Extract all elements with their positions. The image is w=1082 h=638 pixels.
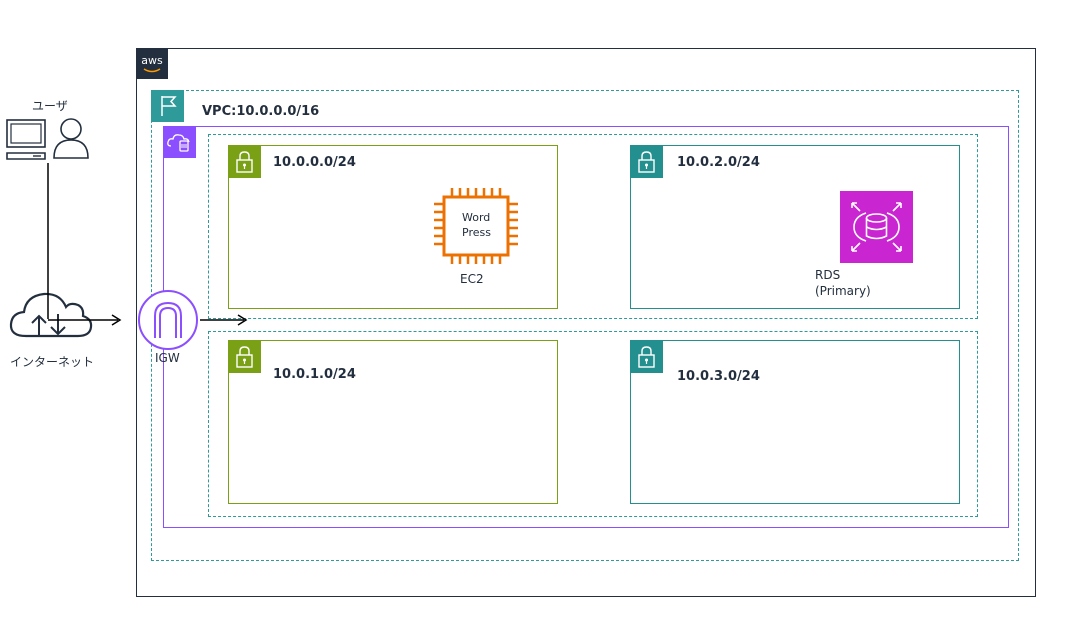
igw-label: IGW <box>155 351 180 365</box>
ec2-chip-line1: Word <box>462 211 491 224</box>
computer-icon <box>6 119 46 160</box>
subnet-cidr-label: 10.0.1.0/24 <box>273 367 356 382</box>
arrowhead-icon <box>111 314 122 326</box>
ec2-instance: Word Press EC2 <box>430 186 520 290</box>
arrowhead-icon <box>237 314 248 326</box>
internet-cloud-icon <box>9 292 93 338</box>
ec2-label: EC2 <box>460 272 484 286</box>
availability-zone-top <box>208 134 978 319</box>
lock-icon <box>630 145 663 178</box>
internet-label: インターネット <box>10 355 95 369</box>
rds-label-line1: RDS <box>815 268 841 282</box>
user-icon <box>53 118 89 159</box>
subnet-10-0-3-0 <box>630 340 960 504</box>
lock-icon <box>228 340 261 373</box>
user-label: ユーザ <box>32 99 68 113</box>
aws-smile-icon <box>143 68 161 73</box>
vpc-label: VPC:10.0.0.0/16 <box>202 104 320 119</box>
rds-database-icon <box>840 191 913 263</box>
subnet-cidr-label: 10.0.2.0/24 <box>677 155 760 170</box>
subnet-cidr-label: 10.0.0.0/24 <box>273 155 356 170</box>
igw-icon <box>138 290 198 350</box>
ec2-chip-icon <box>434 188 518 264</box>
aws-cloud-group <box>136 48 1036 597</box>
ec2-chip-line2: Press <box>462 226 491 239</box>
region-cloud-icon <box>163 126 196 158</box>
lock-icon <box>228 145 261 178</box>
availability-zone-bottom <box>208 331 978 517</box>
rds-label-line2: (Primary) <box>815 284 871 298</box>
subnet-10-0-2-0 <box>630 145 960 309</box>
vpc-flag-icon <box>151 90 184 122</box>
aws-logo-icon: aws <box>136 48 168 79</box>
subnet-cidr-label: 10.0.3.0/24 <box>677 369 760 384</box>
subnet-10-0-1-0 <box>228 340 558 504</box>
subnet-10-0-0-0 <box>228 145 558 309</box>
lock-icon <box>630 340 663 373</box>
aws-badge-text: aws <box>141 54 163 67</box>
